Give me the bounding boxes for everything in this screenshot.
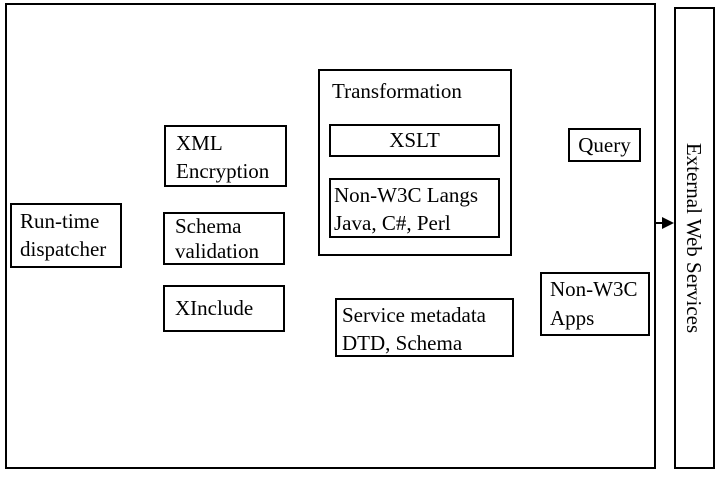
node-label: Transformation	[332, 79, 462, 103]
node-label: Run-time	[20, 209, 100, 233]
node-xslt: XSLT	[329, 124, 500, 157]
node-non-w3c-langs: Non-W3C Langs Java, C#, Perl	[329, 178, 500, 238]
node-label: Schema	[175, 214, 242, 238]
node-non-w3c-apps: Non-W3C Apps	[540, 272, 650, 336]
node-label: Service metadata	[342, 303, 487, 327]
node-label: Non-W3C Langs	[334, 183, 479, 207]
node-label: validation	[175, 239, 259, 263]
node-label: Query	[578, 133, 631, 157]
node-label: Encryption	[176, 159, 270, 183]
node-label: XInclude	[175, 296, 254, 320]
node-xml-encryption: XML Encryption	[164, 125, 287, 187]
node-runtime-dispatcher: Run-time dispatcher	[10, 203, 122, 268]
node-label: DTD, Schema	[342, 331, 463, 355]
node-query: Query	[568, 128, 641, 162]
node-label: Java, C#, Perl	[334, 211, 451, 235]
node-label: Apps	[550, 306, 595, 330]
node-label: Non-W3C	[550, 277, 638, 301]
node-xinclude: XInclude	[163, 285, 285, 332]
node-service-metadata: Service metadata DTD, Schema	[335, 298, 514, 357]
node-schema-validation: Schema validation	[163, 212, 285, 265]
node-label: XSLT	[389, 128, 440, 152]
node-external-web-services: External Web Services	[674, 7, 715, 469]
node-label: XML	[176, 131, 223, 155]
node-label: External Web Services	[682, 142, 707, 334]
node-label: dispatcher	[20, 237, 107, 261]
